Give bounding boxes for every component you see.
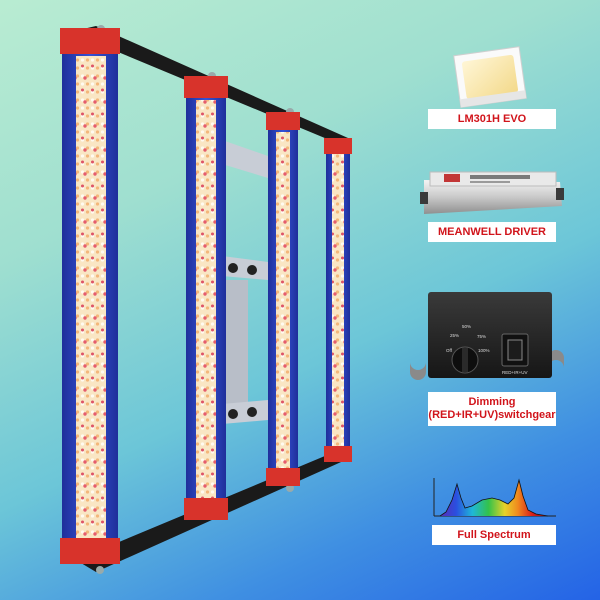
- knob-mark-off: Off: [446, 348, 453, 353]
- driver-label: MEANWELL DRIVER: [428, 222, 556, 242]
- led-bar-3: [266, 112, 300, 486]
- spectrum-label: Full Spectrum: [432, 525, 556, 545]
- switch-caption: RED+IR+UV: [502, 370, 528, 375]
- center-bracket: [222, 140, 268, 424]
- led-chip-label: LM301H EVO: [428, 109, 556, 129]
- spectrum-graph: [433, 478, 556, 517]
- dimming-label: Dimming (RED+IR+UV)switchgear: [428, 392, 556, 426]
- led-bar-1: [60, 28, 120, 564]
- driver-image: [420, 171, 564, 214]
- knob-mark-50: 50%: [462, 324, 471, 329]
- dimming-box-image: 25% 50% 75% 100% Off RED+IR+UV: [410, 292, 564, 380]
- knob-mark-75: 75%: [477, 334, 486, 339]
- knob-mark-100: 100%: [478, 348, 490, 353]
- knob-mark-25: 25%: [450, 333, 459, 338]
- dimming-label-line2: (RED+IR+UV)switchgear: [428, 409, 556, 421]
- dimming-label-line1: Dimming: [468, 396, 516, 408]
- led-bar-4: [324, 138, 352, 462]
- led-bar-2: [184, 76, 228, 520]
- led-chip-image: [453, 46, 527, 108]
